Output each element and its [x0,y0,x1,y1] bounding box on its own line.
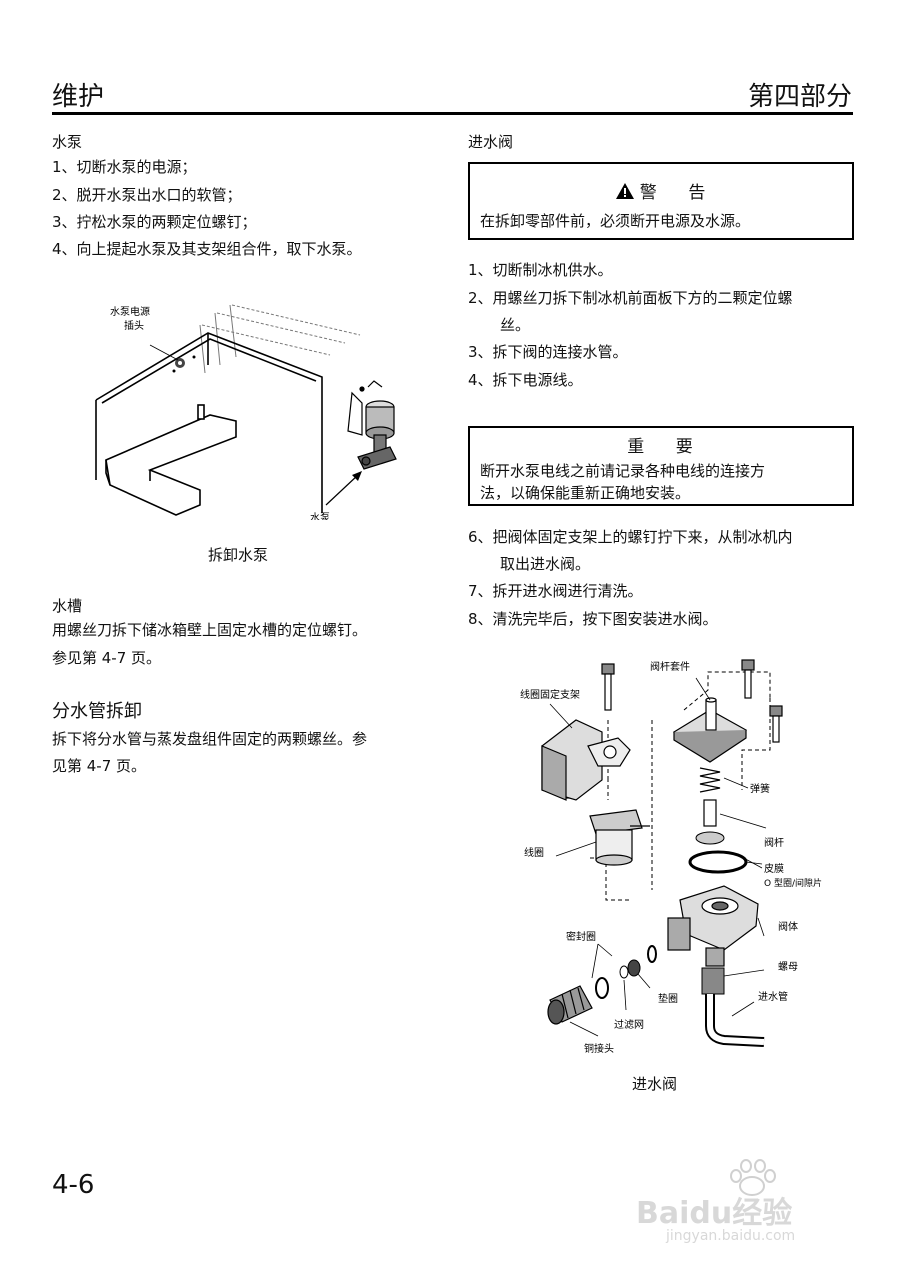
page-number: 4-6 [52,1170,95,1200]
header-rule [52,112,853,115]
pump-assembly [347,380,397,470]
baidu-watermark: Baidu经验 jingyan.baidu.com [636,1158,856,1248]
distributor-heading: 分水管拆卸 [52,701,142,722]
seal-rings [595,945,657,999]
valve-step-6-cont: 取出进水阀。 [500,555,591,573]
copper-fitting-part [547,985,593,1025]
coil-bracket [541,719,631,801]
paw-icon [730,1159,776,1196]
important-box: 重 要 断开水泵电线之前请记录各种电线的连接方 法，以确保能重新正确地安装。 [468,426,854,506]
label-nut: 螺母 [778,961,798,973]
chapter-title: 维护 [52,82,105,112]
pump-figure-caption: 拆卸水泵 [208,546,269,564]
label-coil-bracket: 线圈固定支架 [520,688,580,701]
filter-part [619,959,641,979]
label-filter: 过滤网 [614,1018,644,1031]
oring-part [688,850,748,874]
distributor-text-line1: 拆下将分水管与蒸发盘组件固定的两颗螺丝。参 [52,730,368,748]
label-coil: 线圈 [524,846,544,859]
warning-box: 警 告 在拆卸零部件前，必须断开电源及水源。 [468,162,854,240]
pump-step-4: 4、向上提起水泵及其支架组合件，取下水泵。 [52,240,362,258]
valve-body-part [667,885,759,967]
trough-heading: 水槽 [52,597,83,615]
important-text-line1: 断开水泵电线之前请记录各种电线的连接方 [480,462,766,480]
diaphragm-part [695,831,725,845]
watermark-text: Baidu经验 [636,1196,793,1231]
label-seal-ring: 密封圈 [566,930,596,943]
pump-label: 水泵 [310,512,330,520]
label-valve-stem-kit: 阀杆套件 [650,660,690,673]
label-copper-fitting: 铜接头 [584,1042,614,1055]
pump-power-socket [172,355,196,373]
valve-step-2: 2、用螺丝刀拆下制冰机前面板下方的二颗定位螺 [468,289,793,307]
warning-title-row: 警 告 [470,178,852,203]
valve-figure-caption: 进水阀 [632,1075,678,1093]
watermark-url: jingyan.baidu.com [666,1228,796,1244]
valve-step-2-cont: 丝。 [500,316,531,334]
label-valve-body: 阀体 [778,920,798,933]
warning-title: 警 告 [639,183,708,203]
valve-step-6: 6、把阀体固定支架上的螺钉拧下来，从制冰机内 [468,528,793,546]
coil-part [589,809,650,866]
inlet-valve-exploded-illustration: 阀杆套件 线圈固定支架 弹簧 阀杆 线圈 皮膜 O 型圈/间隙片 阀体 密封圈 … [520,659,822,1055]
warning-text: 在拆卸零部件前，必须断开电源及水源。 [480,212,751,230]
distributor-text-line2: 见第 4-7 页。 [52,757,147,775]
label-diaphragm: 皮膜 [764,862,784,875]
valve-step-1: 1、切断制冰机供水。 [468,261,613,279]
valve-step-7: 7、拆开进水阀进行清洗。 [468,582,643,600]
pump-step-3: 3、拧松水泵的两颗定位螺钉； [52,213,257,231]
section-title: 第四部分 [747,82,852,112]
important-title: 重 要 [627,437,695,457]
warning-triangle-icon [615,183,634,199]
valve-step-3: 3、拆下阀的连接水管。 [468,343,628,361]
label-spring: 弹簧 [750,782,770,795]
valve-step-4: 4、拆下电源线。 [468,371,583,389]
label-oring: O 型圈/间隙片 [764,877,822,889]
label-inlet-pipe: 进水管 [758,990,788,1003]
label-gasket: 垫圈 [658,992,678,1005]
valve-stem-kit [672,697,748,763]
pump-step-1: 1、切断水泵的电源； [52,158,197,176]
valve-step-8: 8、清洗完毕后，按下图安装进水阀。 [468,610,718,628]
pump-removal-illustration: 水泵电源 插头 水泵 [95,304,397,520]
label-valve-stem: 阀杆 [764,836,784,849]
socket-label-line2: 插头 [124,319,144,332]
inlet-pipe-part [705,994,765,1047]
nut-part [701,967,725,995]
important-text-line2: 法，以确保能重新正确地安装。 [480,484,691,502]
valve-stem-part [703,799,717,827]
pump-step-2: 2、脱开水泵出水口的软管； [52,186,242,204]
trough-text-line1: 用螺丝刀拆下储冰箱壁上固定水槽的定位螺钉。 [52,621,368,639]
pump-heading: 水泵 [52,133,83,151]
trough-text-line2: 参见第 4-7 页。 [52,649,162,667]
spring-part [699,767,721,793]
socket-label-line1: 水泵电源 [110,305,150,318]
valve-heading: 进水阀 [468,133,514,151]
